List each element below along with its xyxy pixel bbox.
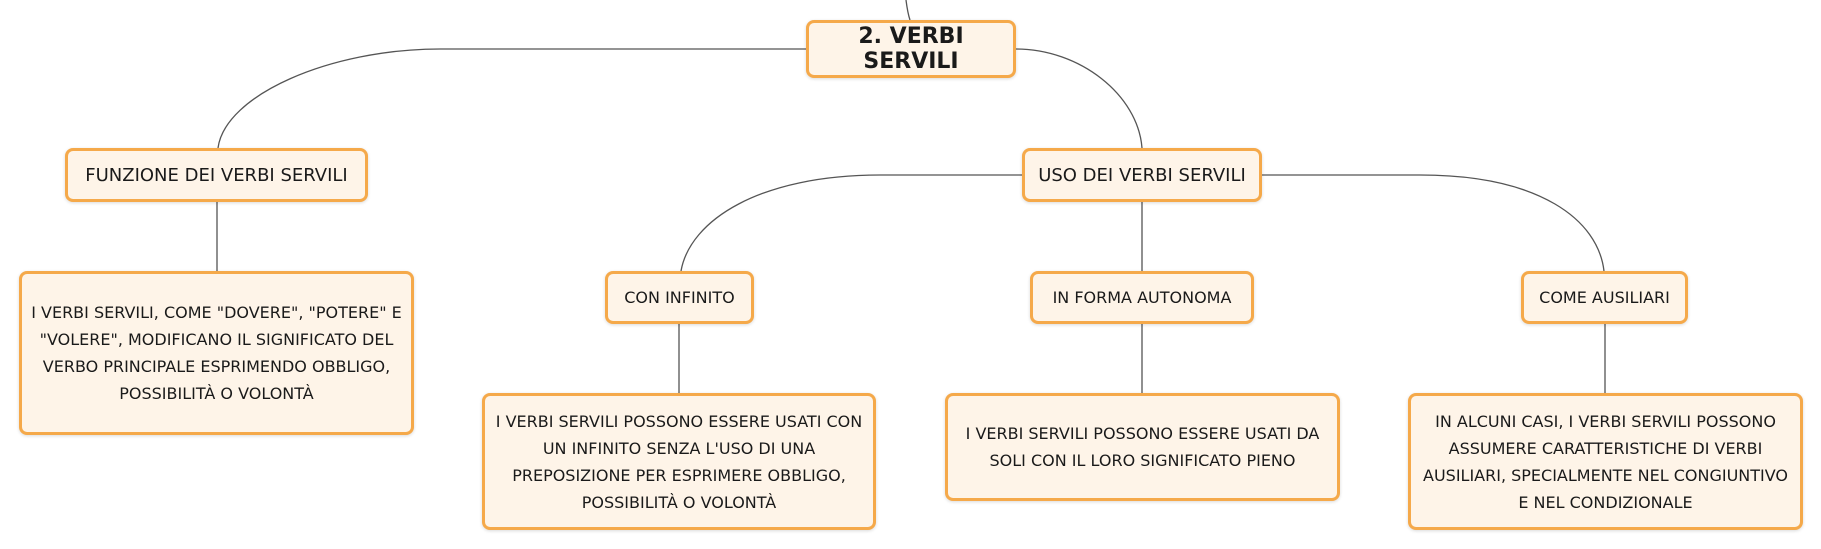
connector-parent-to-root (905, 0, 911, 21)
branch-con-infinito[interactable]: CON INFINITO (605, 271, 754, 324)
branch-ausiliari-label: COME AUSILIARI (1539, 288, 1670, 307)
ausiliari-description-text: IN ALCUNI CASI, I VERBI SERVILI POSSONO … (1423, 411, 1788, 512)
branch-ausiliari[interactable]: COME AUSILIARI (1521, 271, 1688, 324)
topic-uso[interactable]: USO DEI VERBI SERVILI (1022, 148, 1262, 202)
connector-root-to-uso (1015, 48, 1143, 149)
funzione-description[interactable]: I VERBI SERVILI, COME "DOVERE", "POTERE"… (19, 271, 414, 435)
con-infinito-description[interactable]: I VERBI SERVILI POSSONO ESSERE USATI CON… (482, 393, 876, 530)
forma-autonoma-description-text: I VERBI SERVILI POSSONO ESSERE USATI DA … (965, 424, 1320, 470)
con-infinito-description-text: I VERBI SERVILI POSSONO ESSERE USATI CON… (495, 411, 863, 512)
connector-root-to-funzione (217, 48, 806, 149)
forma-autonoma-description[interactable]: I VERBI SERVILI POSSONO ESSERE USATI DA … (945, 393, 1340, 501)
branch-con-infinito-label: CON INFINITO (624, 288, 735, 307)
topic-funzione-label: FUNZIONE DEI VERBI SERVILI (85, 164, 348, 186)
connector-uso-to-ausiliari (1262, 174, 1605, 272)
root-node[interactable]: 2. VERBI SERVILI (806, 20, 1016, 78)
ausiliari-description[interactable]: IN ALCUNI CASI, I VERBI SERVILI POSSONO … (1408, 393, 1803, 530)
topic-uso-label: USO DEI VERBI SERVILI (1038, 164, 1246, 186)
connector-uso-to-con-infinito (680, 174, 1022, 272)
root-label: 2. VERBI SERVILI (858, 24, 964, 74)
branch-forma-autonoma-label: IN FORMA AUTONOMA (1052, 288, 1232, 307)
branch-forma-autonoma[interactable]: IN FORMA AUTONOMA (1030, 271, 1254, 324)
topic-funzione[interactable]: FUNZIONE DEI VERBI SERVILI (65, 148, 368, 202)
funzione-description-text: I VERBI SERVILI, COME "DOVERE", "POTERE"… (31, 303, 402, 403)
